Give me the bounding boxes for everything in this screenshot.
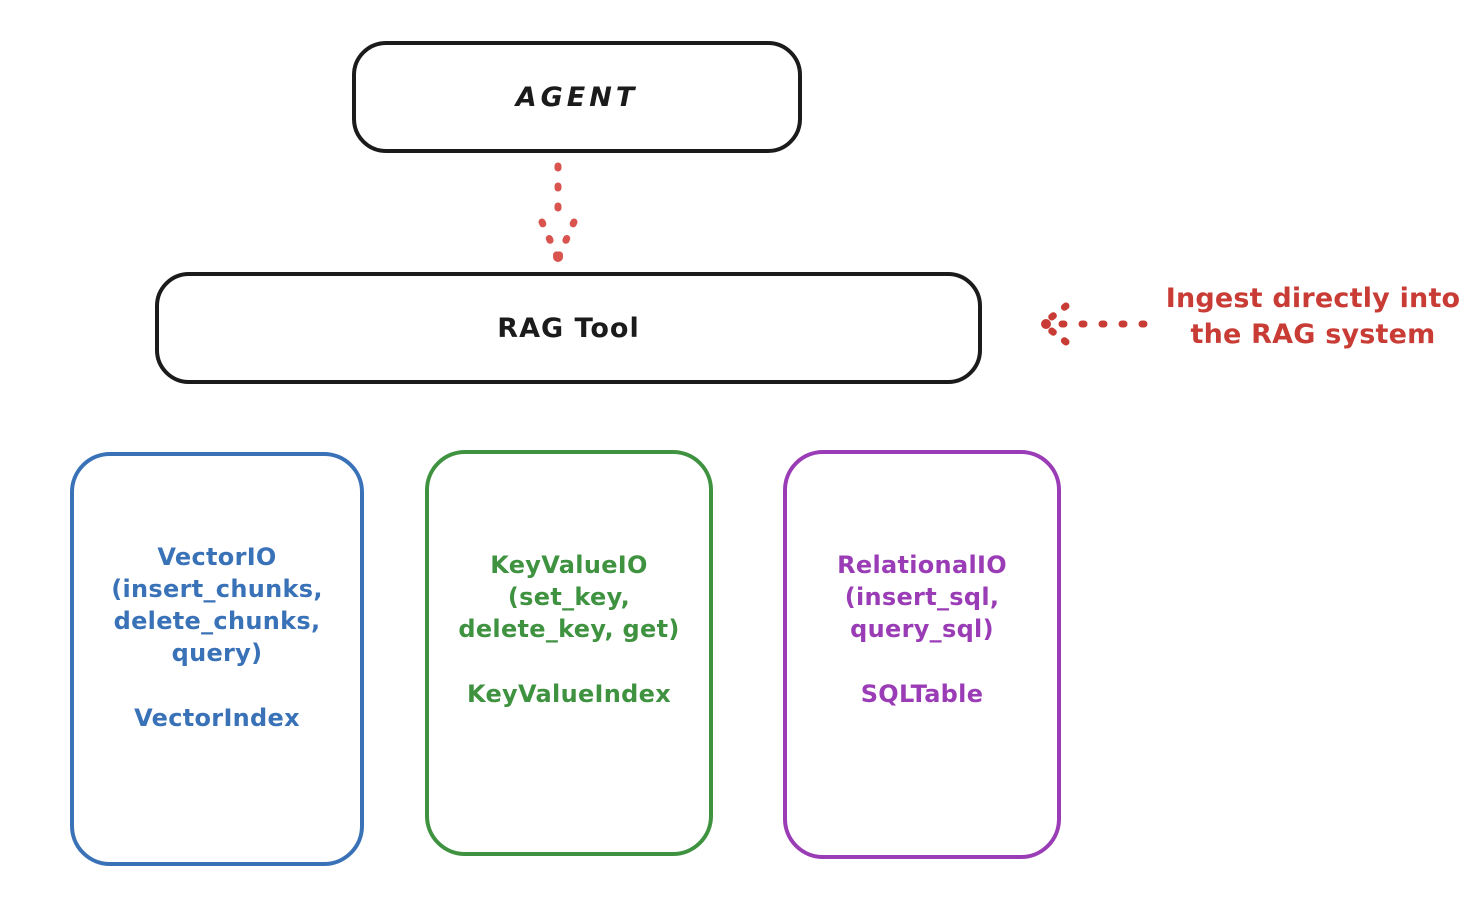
relational-io-title: RelationalIO (insert_sql, query_sql) [837, 551, 1007, 643]
dotted-arrow-left-icon [1040, 302, 1148, 346]
key-value-io-node[interactable]: KeyValueIO (set_key, delete_key, get) Ke… [425, 450, 713, 856]
key-value-io-subtitle: KeyValueIndex [467, 679, 671, 708]
rag-tool-node-label: RAG Tool [497, 312, 640, 344]
vector-io-title: VectorIO (insert_chunks, delete_chunks, … [111, 543, 323, 667]
relational-io-subtitle: SQLTable [860, 679, 984, 708]
agent-node[interactable]: AGENT [352, 41, 802, 153]
vector-io-subtitle: VectorIndex [134, 703, 300, 732]
vector-io-node[interactable]: VectorIO (insert_chunks, delete_chunks, … [70, 452, 364, 866]
agent-node-label: AGENT [515, 81, 639, 113]
ingest-annotation: Ingest directly into the RAG system [1165, 283, 1461, 350]
relational-io-node[interactable]: RelationalIO (insert_sql, query_sql) SQL… [783, 450, 1061, 859]
rag-tool-node[interactable]: RAG Tool [155, 272, 982, 384]
dotted-arrow-down-icon [538, 162, 578, 262]
key-value-io-title: KeyValueIO (set_key, delete_key, get) [458, 551, 680, 643]
